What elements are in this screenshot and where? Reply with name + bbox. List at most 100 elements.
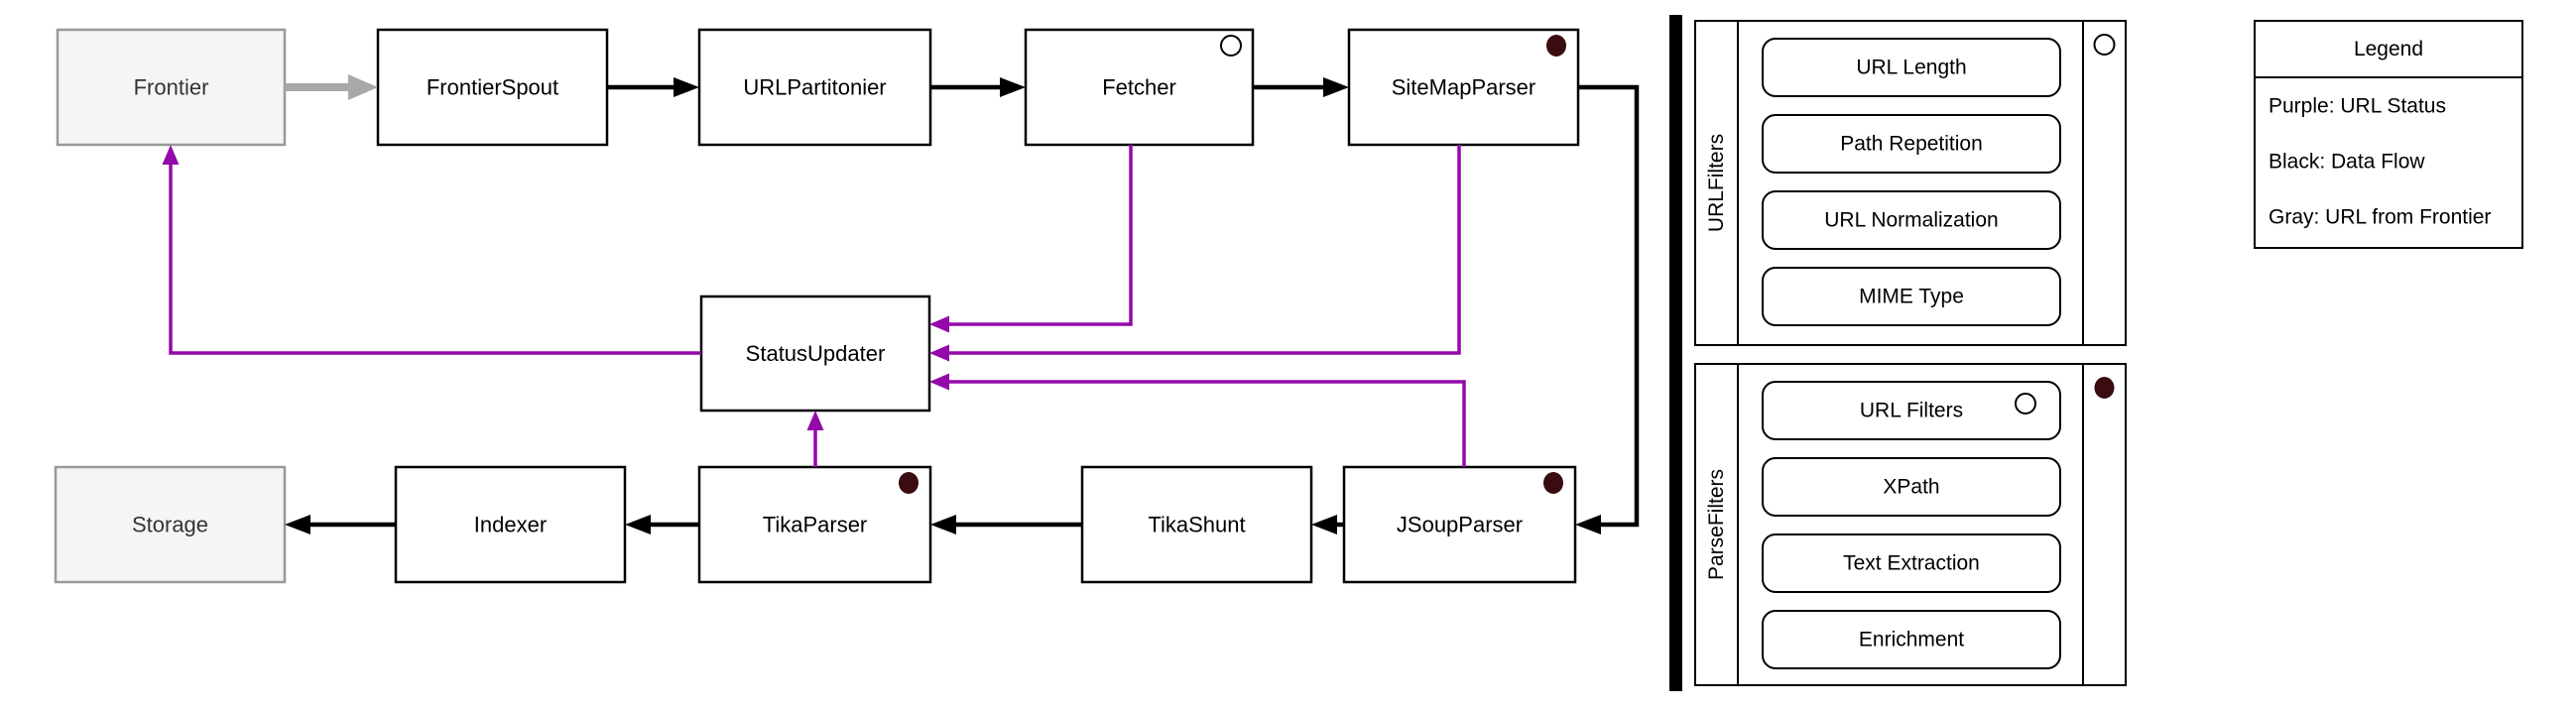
node-fetcher: Fetcher (1024, 28, 1255, 147)
legend-item: Black: Data Flow (2269, 151, 2425, 174)
edge-urlpartitonier-to-fetcher (930, 77, 1026, 97)
chip-parsefilters-2: Text Extraction (1762, 533, 2061, 593)
open-circle-icon (2015, 393, 2036, 414)
node-frontier: Frontier (56, 28, 287, 147)
edge-sitemapparser-to-statusupdater (929, 145, 1461, 362)
legend-title: Legend (2354, 38, 2423, 60)
edge-tikaparser-to-indexer-arrowhead-icon (625, 515, 651, 534)
chip-urlfilters-3-label: MIME Type (1859, 286, 1964, 308)
edge-jsoupparser-to-statusupdater-line (949, 380, 1466, 467)
node-status-updater-label: StatusUpdater (746, 341, 886, 366)
chip-urlfilters-3: MIME Type (1762, 267, 2061, 326)
edge-fetcher-to-statusupdater-arrowhead-icon (929, 315, 949, 333)
chip-parsefilters-1-box (1762, 457, 2061, 517)
node-jsoup-parser-label: JSoupParser (1397, 513, 1523, 537)
chip-urlfilters-0-label: URL Length (1856, 57, 1966, 79)
filled-dot-icon (2094, 377, 2115, 399)
edge-urlpartitonier-to-fetcher-arrowhead-icon (1000, 77, 1026, 97)
node-tika-shunt-label: TikaShunt (1148, 513, 1245, 537)
node-frontier-label: Frontier (134, 75, 209, 100)
node-url-partitonier: URLPartitonier (697, 28, 932, 147)
node-tika-shunt: TikaShunt (1080, 465, 1313, 584)
node-storage-label: Storage (132, 513, 208, 537)
edge-frontierspout-to-urlpartitonier (607, 77, 699, 97)
edge-frontierspout-to-urlpartitonier-arrowhead-icon (674, 77, 699, 97)
chip-parsefilters-3-label: Enrichment (1859, 629, 1964, 651)
edge-tikaparser-to-statusupdater (806, 411, 824, 467)
edge-indexer-to-storage-arrowhead-icon (285, 515, 310, 534)
open-circle-icon (2093, 34, 2116, 56)
edge-sitemapparser-to-jsoupparser (1575, 84, 1640, 534)
chip-parsefilters-0-box (1762, 381, 2061, 440)
edge-fetcher-to-statusupdater-line (949, 145, 1133, 326)
node-frontier-spout-box (376, 28, 609, 147)
legend-item: Purple: URL Status (2269, 95, 2446, 118)
chip-parsefilters-3: Enrichment (1762, 610, 2061, 669)
chip-urlfilters-0: URL Length (1762, 38, 2061, 97)
edge-tikashunt-to-tikaparser-arrowhead-icon (930, 515, 956, 534)
edge-jsoupparser-to-tikashunt-arrowhead-icon (1311, 515, 1337, 534)
node-storage: Storage (54, 465, 287, 584)
edge-frontier-to-frontierspout (285, 74, 378, 100)
edge-statusupdater-to-frontier-arrowhead-icon (162, 145, 180, 165)
node-frontier-spout-label: FrontierSpout (427, 75, 558, 100)
edge-statusupdater-to-frontier-line (169, 165, 701, 355)
chip-urlfilters-2-label: URL Normalization (1824, 209, 1998, 232)
edge-sitemapparser-to-jsoupparser-line (1578, 84, 1640, 528)
edge-statusupdater-to-frontier (162, 145, 701, 355)
chip-urlfilters-1-box (1762, 114, 2061, 174)
chip-urlfilters-1-label: Path Repetition (1840, 133, 1983, 156)
legend-box (2254, 20, 2523, 249)
edge-fetcher-to-sitemapparser (1253, 77, 1349, 97)
edge-tikashunt-to-tikaparser (930, 515, 1082, 534)
chip-parsefilters-1: XPath (1762, 457, 2061, 517)
edge-fetcher-to-sitemapparser-arrowhead-icon (1323, 77, 1349, 97)
edge-fetcher-to-statusupdater (929, 145, 1133, 333)
edge-indexer-to-storage (285, 515, 396, 534)
node-tika-parser-label: TikaParser (763, 513, 868, 537)
node-indexer-label: Indexer (474, 513, 547, 537)
chip-urlfilters-1: Path Repetition (1762, 114, 2061, 174)
chip-parsefilters-0-label: URL Filters (1860, 400, 1963, 422)
node-status-updater: StatusUpdater (699, 295, 931, 413)
chip-urlfilters-3-box (1762, 267, 2061, 326)
panel-parsefilters-title: ParseFilters (1705, 469, 1728, 580)
node-url-partitonier-label: URLPartitonier (743, 75, 886, 100)
filled-dot-icon (1543, 472, 1563, 494)
node-sitemap-parser-box (1347, 28, 1580, 147)
chip-parsefilters-3-box (1762, 610, 2061, 669)
chip-urlfilters-0-box (1762, 38, 2061, 97)
node-tika-shunt-box (1080, 465, 1313, 584)
edge-tikaparser-to-statusupdater-arrowhead-icon (806, 411, 824, 430)
node-storage-box (54, 465, 287, 584)
chip-parsefilters-2-label: Text Extraction (1843, 552, 1980, 575)
chip-parsefilters-2-box (1762, 533, 2061, 593)
node-sitemap-parser: SiteMapParser (1347, 28, 1580, 147)
node-url-partitonier-box (697, 28, 932, 147)
chip-parsefilters-0: URL Filters (1762, 381, 2061, 440)
node-sitemap-parser-label: SiteMapParser (1392, 75, 1536, 100)
edge-jsoupparser-to-tikashunt (1311, 515, 1344, 534)
edge-jsoupparser-to-statusupdater-arrowhead-icon (929, 373, 949, 391)
filled-dot-icon (1546, 35, 1566, 57)
edge-sitemapparser-to-statusupdater-arrowhead-icon (929, 344, 949, 362)
edge-sitemapparser-to-jsoupparser-arrowhead-icon (1575, 515, 1601, 534)
panel-urlfilters-title: URLFilters (1705, 134, 1728, 232)
separator-bar (1669, 15, 1682, 691)
open-circle-icon (1220, 35, 1242, 57)
chip-parsefilters-1-label: XPath (1883, 476, 1939, 499)
edge-frontier-to-frontierspout-arrowhead-icon (348, 74, 378, 100)
chip-urlfilters-2: URL Normalization (1762, 190, 2061, 250)
filled-dot-icon (899, 472, 919, 494)
node-indexer: Indexer (394, 465, 627, 584)
node-frontier-box (56, 28, 287, 147)
edge-jsoupparser-to-statusupdater (929, 373, 1466, 467)
legend-item: Gray: URL from Frontier (2269, 206, 2491, 229)
node-tika-parser: TikaParser (697, 465, 932, 584)
node-frontier-spout: FrontierSpout (376, 28, 609, 147)
node-jsoup-parser: JSoupParser (1342, 465, 1577, 584)
